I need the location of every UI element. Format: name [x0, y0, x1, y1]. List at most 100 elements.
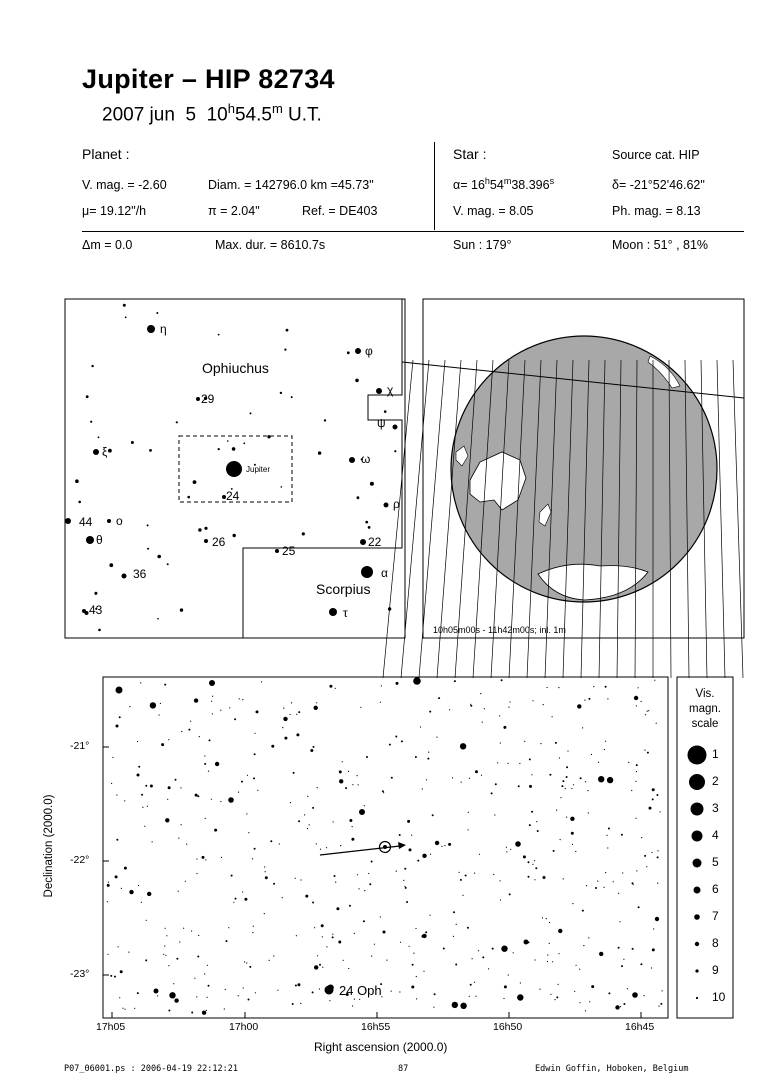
field-star [612, 881, 614, 883]
field-star [295, 935, 297, 937]
field-star [471, 958, 473, 960]
field-star [180, 824, 182, 826]
field-star [292, 771, 295, 774]
constellation-star-label: 29 [201, 392, 215, 406]
moon-info: Moon : 51° , 81% [612, 238, 709, 252]
footer-file: P07_06001.ps : 2006-04-19 22:12:21 [64, 1064, 238, 1074]
field-star [452, 935, 454, 938]
field-star [380, 983, 383, 986]
field-star [565, 776, 568, 778]
field-star [529, 784, 532, 788]
field-star [549, 921, 551, 924]
constellation-star-label: o [116, 514, 123, 528]
background-star [78, 500, 81, 504]
field-star [533, 860, 536, 862]
field-star [334, 687, 336, 689]
direction-arrow [398, 842, 406, 849]
constellation-star-label: η [160, 322, 167, 336]
field-star [660, 1002, 663, 1005]
mag-scale-level: 2 [712, 774, 719, 788]
background-star [175, 421, 178, 424]
x-tick-label: 16h55 [361, 1021, 391, 1033]
field-star [539, 988, 541, 990]
field-star [362, 920, 365, 923]
field-star [360, 706, 362, 708]
field-star [270, 840, 273, 843]
field-star [398, 834, 401, 836]
max-duration: Max. dur. = 8610.7s [215, 238, 326, 252]
field-star [395, 870, 397, 872]
field-star [524, 740, 526, 743]
footer-author: Edwin Goffin, Hoboken, Belgium [535, 1064, 689, 1074]
field-star [433, 993, 436, 996]
field-star [466, 926, 469, 929]
field-star [332, 933, 334, 935]
field-star [220, 709, 222, 711]
field-star [607, 827, 610, 830]
field-star [620, 833, 623, 836]
field-star [582, 727, 584, 729]
field-star [579, 1002, 581, 1004]
field-star [223, 1008, 225, 1010]
field-star [558, 928, 563, 934]
background-star [157, 554, 161, 559]
field-star [318, 988, 320, 990]
field-star [247, 998, 250, 1001]
field-star [431, 814, 434, 817]
field-star [559, 839, 561, 841]
constellation-star-label: φ [365, 344, 373, 358]
field-star [467, 829, 469, 831]
field-star [107, 953, 109, 955]
field-star [140, 682, 142, 684]
field-star [558, 953, 560, 955]
field-star [575, 850, 577, 853]
field-star [145, 919, 147, 921]
field-star [278, 843, 280, 845]
field-star [253, 847, 256, 850]
field-star [206, 964, 208, 966]
field-star [650, 967, 653, 969]
field-star [193, 698, 199, 703]
field-star [319, 848, 322, 850]
footer-page: 87 [398, 1064, 409, 1074]
star-vmag: V. mag. = 8.05 [453, 204, 534, 218]
bright-star [153, 988, 159, 994]
background-star [204, 526, 208, 530]
field-star [186, 843, 188, 845]
field-star [351, 837, 355, 841]
field-star [604, 685, 607, 688]
field-star [124, 800, 126, 802]
field-star [404, 867, 407, 870]
field-star [480, 774, 483, 776]
field-star [314, 965, 319, 970]
background-star [157, 617, 159, 620]
field-star [503, 985, 507, 989]
field-star [237, 995, 239, 997]
field-star [205, 1009, 207, 1012]
field-star [429, 710, 432, 713]
field-star [416, 998, 418, 1000]
field-star [451, 777, 454, 779]
field-star [273, 955, 275, 957]
shadow-track-line [544, 359, 558, 679]
star-dec: δ= -21°52'46.62" [612, 178, 705, 192]
field-star [335, 881, 337, 883]
field-star [252, 932, 254, 934]
mag-scale-level: 3 [712, 801, 719, 815]
field-star [436, 736, 438, 738]
scorpius-label: Scorpius [316, 581, 371, 597]
constellation-star-label: ψ [377, 416, 386, 430]
shadow-track-line [400, 359, 430, 679]
field-star [173, 983, 175, 985]
field-star [474, 872, 476, 874]
field-star [325, 847, 328, 849]
background-star [95, 607, 98, 610]
field-star [316, 955, 319, 957]
field-star [228, 927, 230, 929]
field-star [196, 872, 198, 875]
field-star [107, 881, 109, 883]
field-star [329, 1000, 331, 1002]
field-star [128, 951, 130, 953]
constellation-star-label: ξ [102, 445, 108, 459]
field-star [619, 1006, 622, 1008]
